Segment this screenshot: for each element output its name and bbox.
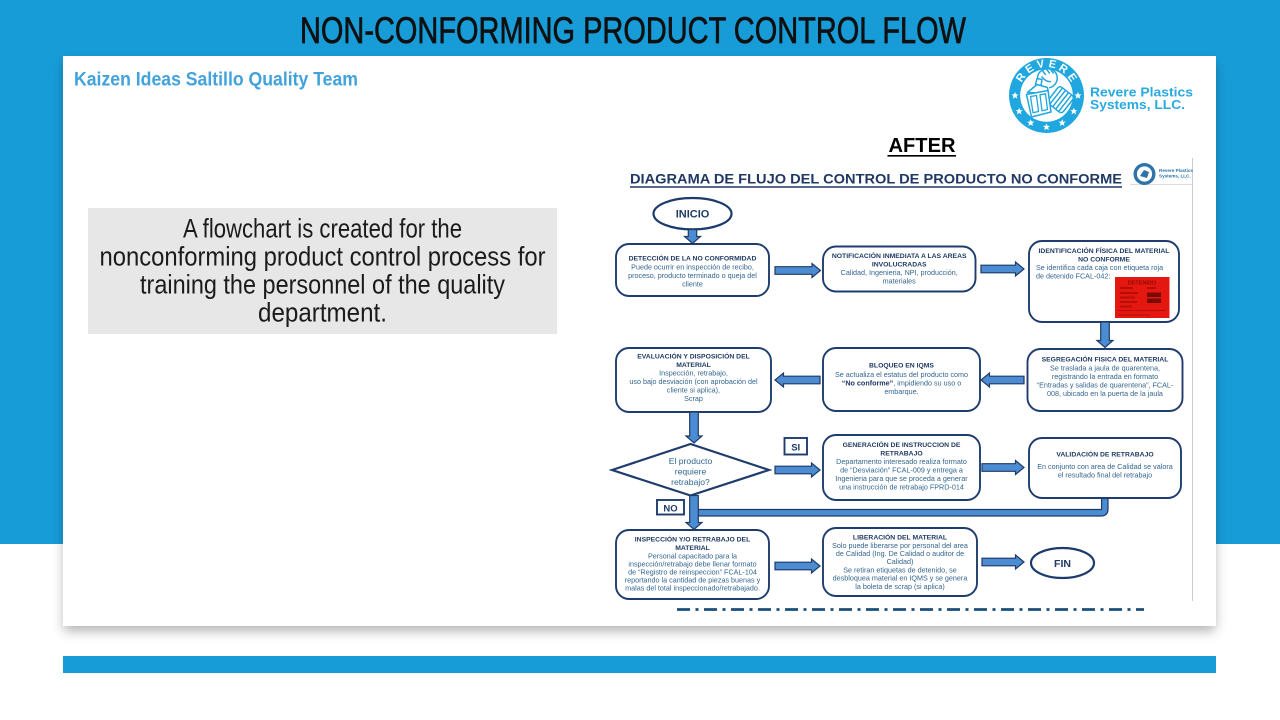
svg-text:Systems, LLC.: Systems, LLC.	[1159, 174, 1191, 179]
svg-text:malas del total inspeccionado/: malas del total inspeccionado/retrabajad…	[625, 584, 760, 593]
svg-text:DETECCIÓN DE LA NO CONFORMIDAD: DETECCIÓN DE LA NO CONFORMIDAD	[629, 254, 757, 263]
svg-text:NOTIFICACIÓN INMEDIATA A LAS A: NOTIFICACIÓN INMEDIATA A LAS AREAS	[832, 251, 967, 260]
svg-text:registrando la entrada en form: registrando la entrada en formato	[1052, 372, 1158, 381]
svg-text:Se identifica cada caja con et: Se identifica cada caja con etiqueta roj…	[1036, 263, 1163, 272]
svg-text:VALIDACIÓN DE RETRABAJO: VALIDACIÓN DE RETRABAJO	[1056, 450, 1153, 459]
svg-text:Departamento interesado realiz: Departamento interesado realiza formato	[836, 457, 967, 466]
svg-text:requiere: requiere	[675, 467, 707, 477]
svg-text:de “Desviación” FCAL-009 y ent: de “Desviación” FCAL-009 y entrega a	[840, 466, 963, 475]
svg-text:AFTER: AFTER	[889, 134, 956, 157]
svg-text:NON-CONFORMING PRODUCT CONTROL: NON-CONFORMING PRODUCT CONTROL FLOW	[300, 9, 966, 51]
svg-text:SEGREGACIÓN FISICA DEL MATERIA: SEGREGACIÓN FISICA DEL MATERIAL	[1042, 355, 1169, 364]
svg-text:de Calidad (Ing. De Calidad o: de Calidad (Ing. De Calidad o auditor de	[836, 549, 964, 558]
svg-text:desbloquea material en IQMS y: desbloquea material en IQMS y se genera	[833, 574, 968, 583]
svg-text:IDENTIFICACIÓN FÍSICA DEL MATE: IDENTIFICACIÓN FÍSICA DEL MATERIAL	[1039, 246, 1170, 255]
svg-text:MATERIAL: MATERIAL	[675, 545, 710, 552]
svg-text:Ingenieria para que se proceda: Ingenieria para que se proceda a generar	[835, 474, 968, 483]
svg-text:SI: SI	[791, 443, 800, 454]
svg-text:MATERIAL: MATERIAL	[676, 362, 711, 369]
svg-text:Puede ocurrir en inspección de: Puede ocurrir en inspección de recibo,	[631, 263, 754, 272]
svg-text:uso bajo desviación (con aprob: uso bajo desviación (con aprobación del	[629, 377, 758, 386]
svg-text:Revere Plastics: Revere Plastics	[1159, 168, 1193, 173]
svg-text:department.: department.	[258, 298, 387, 328]
svg-text:proceso, producto terminado o: proceso, producto terminado o queja del	[628, 271, 757, 280]
svg-text:“Entradas y salidas de quarent: “Entradas y salidas de quarentena”, FCAL…	[1037, 381, 1174, 390]
svg-text:INICIO: INICIO	[676, 209, 710, 221]
svg-text:EVALUACIÓN Y DISPOSICIÓN DEL: EVALUACIÓN Y DISPOSICIÓN DEL	[637, 352, 750, 361]
svg-text:BLOQUEO EN IQMS: BLOQUEO EN IQMS	[869, 363, 934, 370]
svg-text:Revere Plastics: Revere Plastics	[1090, 84, 1193, 99]
svg-text:LIBERACIÓN DEL MATERIAL: LIBERACIÓN DEL MATERIAL	[853, 533, 947, 542]
svg-text:de detenido FCAL-042:: de detenido FCAL-042:	[1036, 272, 1110, 281]
svg-text:cliente: cliente	[682, 280, 703, 289]
svg-text:Se actualiza el estatus del pr: Se actualiza el estatus del producto com…	[835, 370, 968, 379]
svg-text:embarque.: embarque.	[884, 387, 918, 396]
svg-text:training the personnel of the: training the personnel of the quality	[140, 270, 505, 300]
svg-text:FIN: FIN	[1054, 558, 1071, 570]
svg-text:reportando la cantidad de piez: reportando la cantidad de piezas buenas …	[625, 576, 761, 585]
svg-text:DIAGRAMA DE FLUJO DEL CONTROL: DIAGRAMA DE FLUJO DEL CONTROL DE PRODUCT…	[630, 172, 1122, 187]
svg-text:nonconforming product control: nonconforming product control process fo…	[100, 242, 546, 272]
svg-text:retrabajo?: retrabajo?	[671, 477, 710, 487]
svg-text:Personal capacitado para la: Personal capacitado para la	[648, 551, 737, 560]
svg-text:E: E	[1048, 58, 1057, 71]
svg-text:inspección/retrabajo debe llen: inspección/retrabajo debe llenar formato	[628, 559, 756, 568]
svg-text:Systems, LLC.: Systems, LLC.	[1090, 97, 1185, 112]
svg-text:el resultado final del retraba: el resultado final del retrabajo	[1058, 471, 1152, 480]
svg-text:INVOLUCRADAS: INVOLUCRADAS	[872, 262, 927, 269]
svg-text:Calidad, Ingenieria, NPI, prod: Calidad, Ingenieria, NPI, producción,	[841, 268, 958, 277]
svg-text:El producto: El producto	[669, 456, 713, 466]
svg-text:Inspección, retrabajo,: Inspección, retrabajo,	[659, 369, 728, 378]
svg-text:Se traslada a jaula de quarent: Se traslada a jaula de quarentena,	[1050, 364, 1160, 373]
svg-text:Kaizen Ideas Saltillo Quality: Kaizen Ideas Saltillo Quality Team	[74, 70, 358, 91]
svg-text:de “Registro de reinspeccion”: de “Registro de reinspeccion” FCAL-104	[628, 568, 757, 577]
svg-text:V: V	[1036, 58, 1046, 71]
svg-text:INSPECCIÓN Y/O RETRABAJO DEL: INSPECCIÓN Y/O RETRABAJO DEL	[635, 535, 750, 544]
svg-text:la boleta de scrap (si aplica): la boleta de scrap (si aplica)	[855, 582, 945, 591]
svg-text:una instrucción de retrabajo F: una instrucción de retrabajo FPRD-014	[839, 483, 964, 492]
svg-text:A flowchart is created for the: A flowchart is created for the	[183, 214, 462, 244]
svg-text:008, ubicado en la puerta de l: 008, ubicado en la puerta de la jaula	[1047, 389, 1163, 398]
svg-text:NO: NO	[663, 504, 677, 515]
svg-text:Solo puede liberarse por perso: Solo puede liberarse por personal del ar…	[832, 541, 968, 550]
svg-text:Se retiran etiquetas de deteni: Se retiran etiquetas de detenido, se	[843, 565, 956, 574]
svg-text:DETENIDO: DETENIDO	[1128, 281, 1157, 287]
svg-text:Scrap: Scrap	[684, 394, 703, 403]
svg-text:En conjunto con area de Calida: En conjunto con area de Calidad se valor…	[1037, 462, 1172, 471]
svg-text:“No conforme”, impidiendo su u: “No conforme”, impidiendo su uso o	[842, 378, 961, 387]
svg-text:GENERACIÓN DE INSTRUCCION DE: GENERACIÓN DE INSTRUCCION DE	[843, 440, 961, 449]
svg-text:Calidad): Calidad)	[887, 557, 914, 566]
svg-text:cliente si aplica),: cliente si aplica),	[667, 386, 720, 395]
svg-text:NO CONFORME: NO CONFORME	[1078, 257, 1130, 264]
svg-text:materiales: materiales	[883, 277, 917, 286]
svg-text:RETRABAJO: RETRABAJO	[880, 451, 922, 458]
